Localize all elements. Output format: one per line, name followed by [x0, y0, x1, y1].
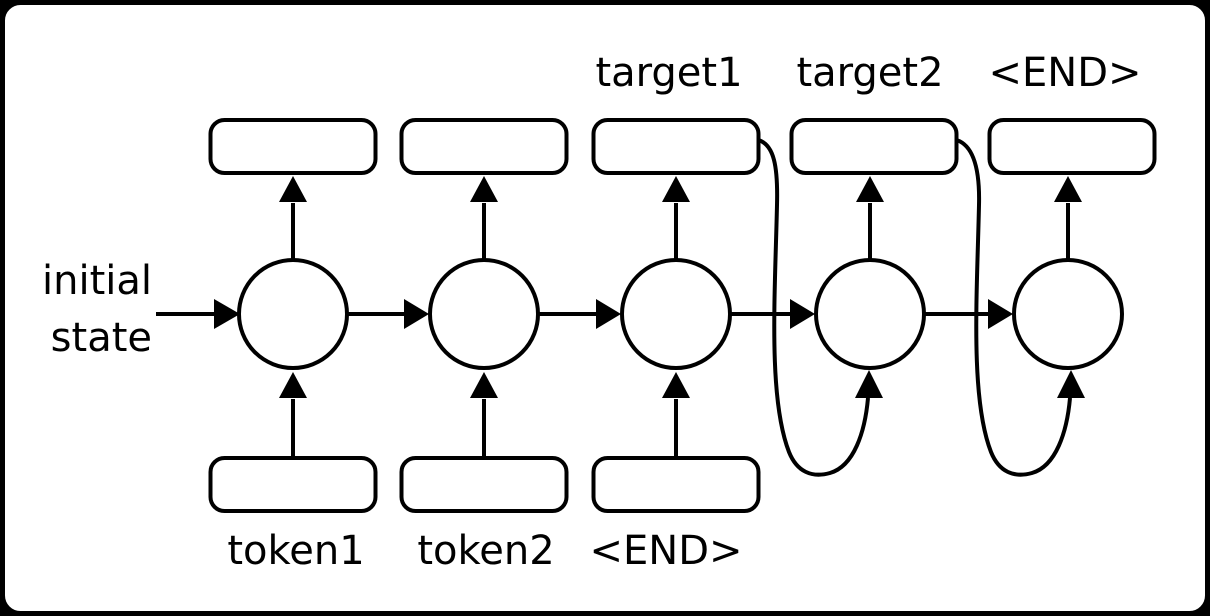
feedback-curve-1 [757, 138, 870, 477]
state-arrow-4-5-head [988, 299, 1013, 329]
initial-state-label-line1: initial [42, 258, 152, 304]
feedback-curve-1-arrowhead [855, 370, 883, 398]
output-label-target2: target2 [796, 50, 944, 96]
output-arrow-3-head [662, 176, 690, 202]
output-box-2 [399, 118, 569, 175]
rnn-cell-4 [814, 258, 926, 370]
input-label-token2: token2 [417, 528, 555, 574]
input-box-1 [208, 456, 378, 513]
output-arrow-4-head [856, 176, 884, 202]
output-arrow-1-head [279, 176, 307, 202]
input-arrow-1-head [279, 372, 307, 398]
output-label-end: <END> [988, 50, 1142, 96]
input-box-2 [399, 456, 569, 513]
feedback-curve-2-arrowhead [1057, 370, 1085, 398]
input-label-token1: token1 [227, 528, 365, 574]
feedback-curve-2 [955, 138, 1072, 477]
state-arrow-3-4-head [790, 299, 815, 329]
output-box-3 [591, 118, 761, 175]
input-label-end: <END> [589, 528, 743, 574]
rnn-cell-2 [428, 258, 540, 370]
rnn-cell-1 [237, 258, 349, 370]
rnn-cell-5 [1012, 258, 1124, 370]
output-label-target1: target1 [595, 50, 743, 96]
output-box-1 [208, 118, 378, 175]
input-arrow-3-head [662, 372, 690, 398]
output-arrow-5-head [1054, 176, 1082, 202]
output-box-4 [789, 118, 959, 175]
state-arrow-1-2-head [404, 299, 429, 329]
state-arrow-2-3-head [596, 299, 621, 329]
input-box-3 [591, 456, 761, 513]
initial-state-label-line2: state [50, 315, 152, 361]
output-box-5 [987, 118, 1157, 175]
input-arrow-2-head [470, 372, 498, 398]
initial-state-arrowhead [214, 299, 240, 329]
rnn-cell-3 [620, 258, 732, 370]
output-arrow-2-head [470, 176, 498, 202]
initial-state-label: initial state [0, 253, 152, 367]
